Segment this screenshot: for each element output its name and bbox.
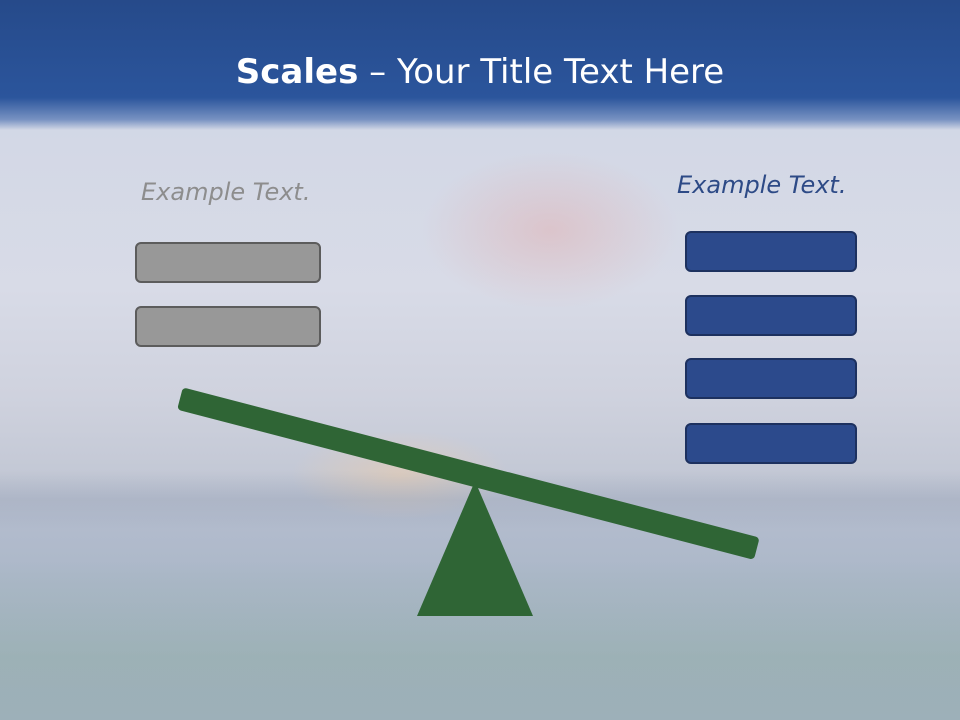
title-bold-text: Scales	[235, 52, 359, 92]
background-sky-glow	[420, 150, 680, 310]
title-rest-text: – Your Title Text Here	[358, 52, 725, 92]
right-weight-box-2	[685, 295, 857, 336]
left-example-text: Example Text.	[141, 178, 311, 206]
title-bar: Scales – Your Title Text Here	[0, 0, 960, 130]
left-weight-box-1	[135, 242, 321, 283]
right-weight-box-3	[685, 358, 857, 399]
right-weight-box-4	[685, 423, 857, 464]
right-weight-box-1	[685, 231, 857, 272]
left-weight-box-2	[135, 306, 321, 347]
slide-title: Scales – Your Title Text Here	[0, 52, 960, 92]
scale-fulcrum	[417, 481, 533, 616]
right-example-text: Example Text.	[677, 171, 847, 199]
